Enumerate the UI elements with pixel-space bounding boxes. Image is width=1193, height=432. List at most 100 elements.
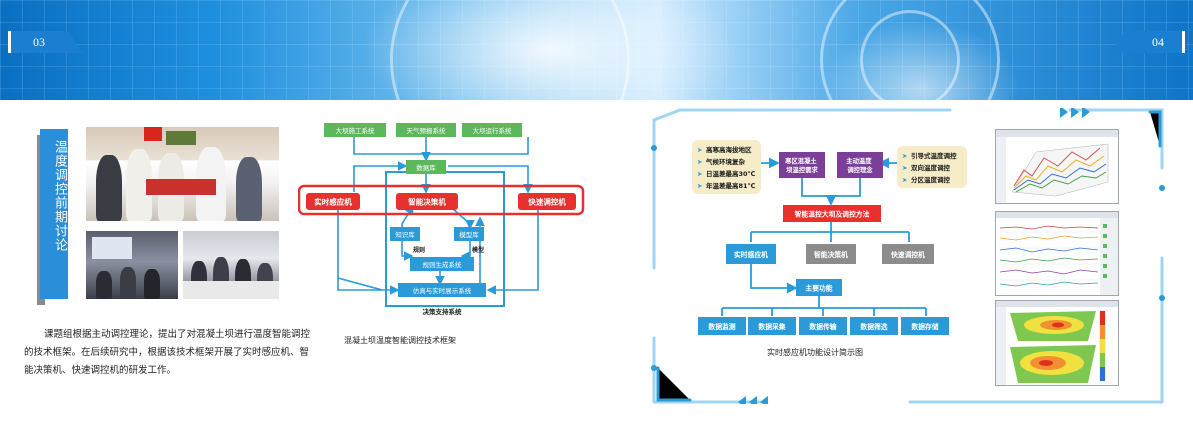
arrow-bullet-icon: ➤	[697, 170, 703, 178]
connector	[337, 277, 383, 291]
box-control-machine	[882, 244, 934, 264]
label-function: 数据监测	[708, 322, 735, 331]
connector	[750, 264, 798, 294]
meeting-table	[183, 281, 279, 299]
box-operation-system	[462, 123, 522, 137]
frame-accent	[1148, 110, 1162, 148]
label-control-needs-text-line2: 坝温控需求	[786, 165, 818, 174]
connector	[337, 210, 400, 295]
label-database: 数据库	[416, 163, 436, 172]
label-control-needs-text: 寒区混凝土	[784, 156, 817, 165]
box-sensor-machine	[306, 193, 360, 210]
page-number-right: 04	[1110, 31, 1185, 53]
frame-border	[908, 256, 1164, 404]
page-number-left: 03	[8, 31, 83, 53]
screen	[92, 237, 132, 259]
person	[144, 269, 160, 299]
banner-sign	[166, 131, 196, 145]
banner-ring	[390, 0, 630, 100]
header-banner: 03 04	[0, 0, 1193, 100]
label-main-function: 主要功能	[805, 284, 832, 293]
condition-item: 高寒高海拔地区	[706, 145, 752, 154]
box-simulation	[398, 283, 486, 297]
label-function: 数据存储	[911, 322, 938, 331]
meeting-photo-discussion	[183, 231, 279, 299]
methods-note	[897, 146, 967, 188]
label-sensor-machine: 实时感应机	[314, 197, 352, 207]
connector	[451, 207, 475, 230]
3d-chart-thumbnail	[996, 130, 1118, 203]
box-control-concept	[837, 152, 883, 178]
label-sensor-machine: 实时感应机	[734, 250, 768, 259]
section-title-box	[40, 129, 68, 299]
sensor-function-diagram: ➤ 高寒高海拔地区 ➤ 气候环境复杂 ➤ 日温差最高30℃ ➤ 年温差最高81℃…	[692, 140, 967, 335]
condition-item: 年温差最高81℃	[706, 181, 756, 190]
label-function: 数据采集	[758, 322, 785, 331]
frame-border	[1068, 108, 1164, 170]
arrow-bullet-icon: ➤	[902, 164, 908, 172]
box-decision-machine	[806, 244, 856, 264]
condition-item: 日温差最高30℃	[706, 169, 756, 178]
software-screenshot-line-chart	[995, 211, 1119, 296]
box-dam-method	[783, 205, 881, 222]
label-simulation: 仿真与实时展示系统	[413, 286, 472, 295]
condition-item: 气候环境复杂	[705, 157, 746, 166]
box-function-collect	[748, 317, 796, 335]
section-title: 温度调控前期讨论	[52, 140, 67, 252]
meeting-photo-signing	[86, 127, 279, 221]
software-screenshot-3d-chart	[995, 129, 1119, 204]
box-decision-machine	[396, 193, 458, 210]
conditions-note	[692, 140, 761, 194]
framework-diagram: 大坝施工系统 天气预报系统 大坝运行系统 数据库 实时感应机 智能决策机 快速调…	[298, 123, 585, 316]
frame-dot	[651, 365, 657, 371]
label-rule-generation: 规则生成系统	[423, 260, 463, 269]
table-red-cloth	[146, 179, 216, 195]
label-construction-system: 大坝施工系统	[336, 126, 376, 135]
frame-dot	[1159, 185, 1165, 191]
label-operation-system: 大坝运行系统	[473, 126, 513, 135]
label-function: 数据筛选	[860, 322, 887, 331]
label-dam-method: 智能温控大坝及调控方法	[795, 210, 870, 219]
body-paragraph: 课题组根据主动调控理论，提出了对混凝土坝进行温度智能调控的技术框架。在后续研究中…	[24, 329, 311, 376]
chevron-right-icon	[1060, 108, 1090, 118]
arrow-bullet-icon: ➤	[697, 158, 703, 166]
label-control-concept: 主动温度 调控理念	[846, 156, 873, 174]
arrow-bullet-icon: ➤	[902, 152, 908, 160]
person	[236, 157, 262, 221]
connector	[801, 178, 861, 197]
banner-ring	[820, 0, 1000, 100]
label-rule: 规则	[413, 246, 425, 254]
connector	[448, 165, 533, 194]
box-control-needs	[779, 152, 825, 178]
label-support-system: 决策支持系统	[423, 307, 463, 316]
sensor-diagram-caption: 实时感应机功能设计简示图	[767, 348, 863, 357]
person	[120, 267, 136, 299]
label-model: 模型	[472, 246, 484, 254]
decorative-frame	[651, 108, 1165, 404]
label-control-concept-text-line2: 调控理念	[847, 165, 873, 174]
box-weather-system	[396, 123, 456, 137]
box-knowledge-base	[390, 227, 420, 241]
box-main-function	[796, 279, 842, 296]
frame-dot	[651, 145, 657, 151]
person	[96, 155, 122, 221]
label-knowledge-base: 知识库	[395, 230, 415, 239]
connector	[353, 137, 529, 155]
arrow-bullet-icon: ➤	[697, 182, 703, 190]
box-sensor-machine	[726, 244, 776, 264]
frame-accent	[656, 366, 692, 402]
china-flag	[144, 127, 162, 141]
box-rule-generation	[410, 257, 474, 271]
label-decision-machine: 智能决策机	[814, 250, 848, 259]
box-function-transfer	[799, 317, 847, 335]
connector	[401, 240, 414, 261]
arrow-bullet-icon: ➤	[697, 146, 703, 154]
box-control-machine	[518, 193, 576, 210]
label-model-base: 模型库	[459, 230, 479, 239]
frame-border	[652, 336, 762, 404]
contour-map-thumbnail	[996, 301, 1118, 385]
label-decision-machine: 智能决策机	[408, 197, 446, 207]
frame-dot	[1159, 295, 1165, 301]
label-control-machine: 快速调控机	[891, 250, 925, 259]
chevron-left-icon	[738, 396, 768, 404]
